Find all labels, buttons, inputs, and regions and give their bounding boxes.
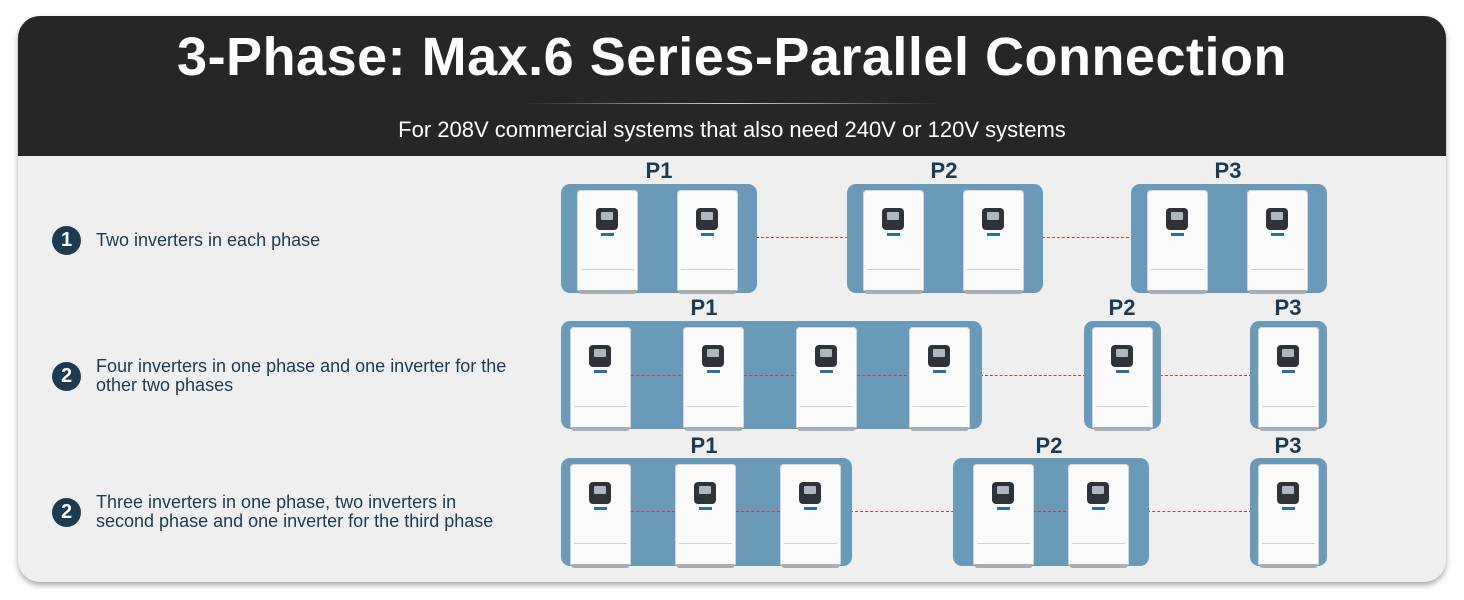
row-1-link-p2-p3 [1042, 237, 1134, 238]
inverter-unit-icon [577, 190, 638, 294]
row-3-description: Three inverters in one phase, two invert… [96, 492, 494, 531]
inverter-unit-icon [1258, 327, 1319, 431]
header-banner: 3-Phase: Max.6 Series-Parallel Connectio… [18, 16, 1446, 156]
row-1-link-p1-p2 [756, 237, 848, 238]
row-2-internal-link [631, 375, 681, 376]
inverter-unit-icon [683, 327, 744, 431]
row-1-phase-2-group [847, 184, 1043, 294]
row-1-number-badge: 1 [52, 226, 81, 255]
row-2-internal-link [857, 375, 907, 376]
row-1-phase-3-group [1131, 184, 1327, 294]
page-title: 3-Phase: Max.6 Series-Parallel Connectio… [177, 27, 1287, 87]
row-3-phase-1-group [561, 458, 852, 568]
row-3-phase-2-group [953, 458, 1149, 568]
inverter-unit-icon [1092, 327, 1153, 431]
row-3-number-badge: 2 [52, 497, 81, 527]
inverter-unit-icon [796, 327, 857, 431]
row-3-internal-link [1023, 511, 1071, 512]
row-3-phase-3-label: P3 [1274, 433, 1302, 458]
inverter-unit-icon [909, 327, 970, 431]
row-1-phase-1-label: P1 [645, 158, 673, 183]
row-3-phase-1-label: P1 [690, 433, 718, 458]
row-1-description: Two inverters in each phase [96, 230, 321, 250]
row-2-phase-3-group [1250, 321, 1327, 431]
row-1-phase-3-label: P3 [1214, 158, 1242, 183]
inverter-unit-icon [863, 190, 924, 294]
row-2-phase-1-group [561, 321, 982, 431]
row-2-phase-2-label: P2 [1108, 295, 1136, 320]
inverter-unit-icon [973, 464, 1034, 568]
inverter-unit-icon [963, 190, 1024, 294]
row-3-link-p1-p2 [850, 511, 954, 512]
row-1-phase-1-group [561, 184, 757, 294]
inverter-unit-icon [570, 327, 631, 431]
row-2-number-badge: 2 [52, 361, 81, 391]
row-3-label: 2 Three inverters in one phase, two inve… [52, 493, 516, 531]
row-2-internal-link [744, 375, 794, 376]
row-3-phase-3-group [1250, 458, 1327, 568]
row-2-phase-3-label: P3 [1274, 295, 1302, 320]
title-divider [522, 103, 942, 104]
row-2-phase-2-group [1084, 321, 1161, 431]
row-1-label: 1 Two inverters in each phase [52, 226, 516, 255]
inverter-unit-icon [570, 464, 631, 568]
inverter-unit-icon [780, 464, 841, 568]
inverter-unit-icon [677, 190, 738, 294]
inverter-unit-icon [1147, 190, 1208, 294]
row-2-phase-1-label: P1 [690, 295, 718, 320]
row-2-link-p2-p3 [1160, 375, 1252, 376]
inverter-unit-icon [1068, 464, 1129, 568]
row-3-internal-link [736, 511, 780, 512]
infographic-card: 3-Phase: Max.6 Series-Parallel Connectio… [18, 16, 1446, 582]
row-3-phase-2-label: P2 [1035, 433, 1063, 458]
inverter-unit-icon [675, 464, 736, 568]
inverter-unit-icon [1258, 464, 1319, 568]
row-2-label: 2 Four inverters in one phase and one in… [52, 357, 516, 395]
row-2-link-p1-p2 [980, 375, 1086, 376]
row-3-link-p2-p3 [1147, 511, 1252, 512]
page-subtitle: For 208V commercial systems that also ne… [398, 117, 1066, 142]
inverter-unit-icon [1247, 190, 1308, 294]
row-2-description: Four inverters in one phase and one inve… [96, 356, 507, 395]
row-3-internal-link [631, 511, 675, 512]
row-1-phase-2-label: P2 [930, 158, 958, 183]
